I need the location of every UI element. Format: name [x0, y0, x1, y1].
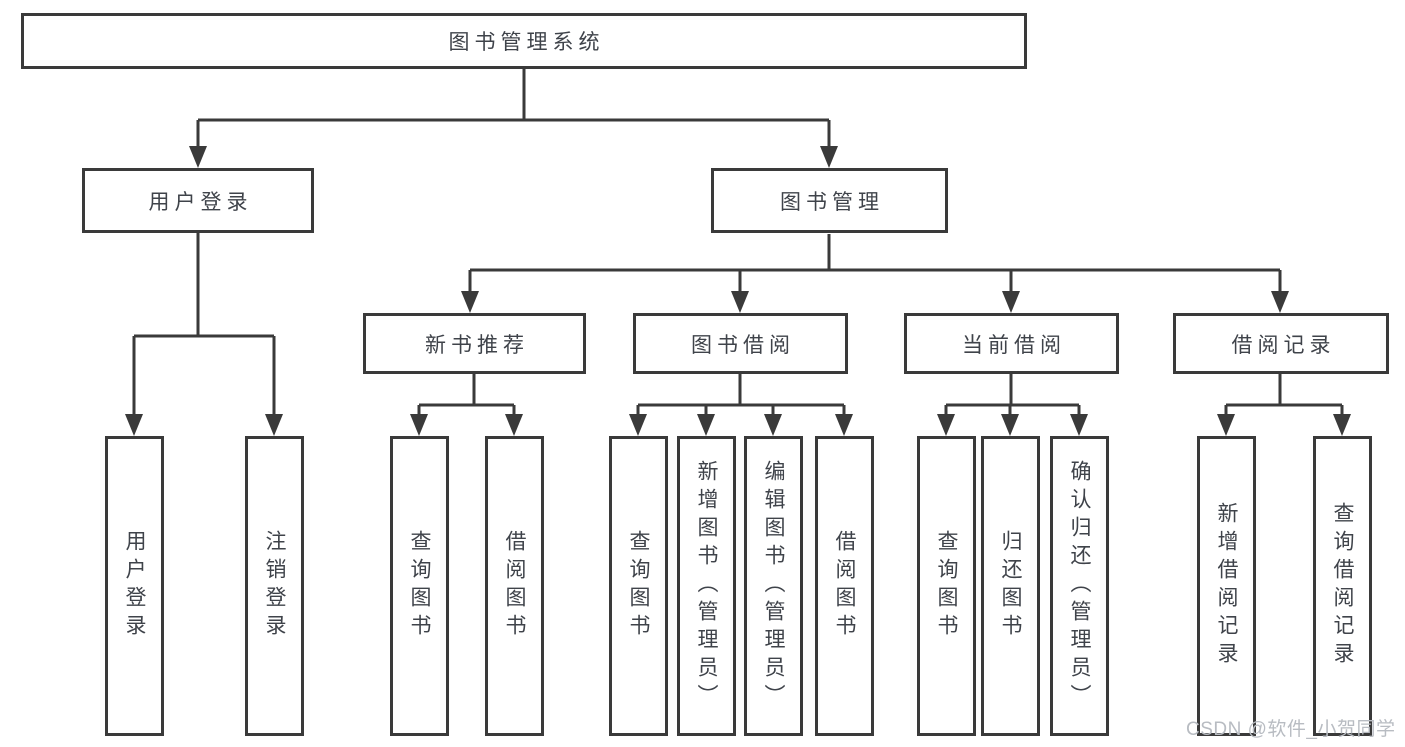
node-user-login: 用户登录 [82, 168, 314, 233]
leaf-label: 查询图书 [408, 530, 431, 642]
arrowhead [697, 414, 715, 436]
node-new-book-recommend: 新书推荐 [363, 313, 586, 374]
node-root-label: 图书管理系统 [448, 31, 605, 54]
leaf-label: 新增图书（管理员） [695, 460, 718, 712]
arrowhead [505, 414, 523, 436]
node-new-book-recommend-label: 新书推荐 [425, 333, 529, 357]
arrowhead [1271, 291, 1289, 313]
leaf-label: 查询借阅记录 [1331, 502, 1354, 670]
node-current-borrowing-label: 当前借阅 [962, 333, 1066, 357]
connector-user-login-to-leaves [132, 233, 276, 418]
leaf-query-books-current: 查询图书 [917, 436, 976, 736]
leaf-query-borrow-record: 查询借阅记录 [1313, 436, 1372, 736]
arrowhead [1070, 414, 1088, 436]
arrowhead [629, 414, 647, 436]
leaf-query-books-borrowing: 查询图书 [609, 436, 668, 736]
leaf-logout: 注销登录 [245, 436, 304, 736]
node-user-login-label: 用户登录 [148, 190, 253, 214]
leaf-user-login: 用户登录 [105, 436, 164, 736]
node-book-borrowing-label: 图书借阅 [691, 333, 795, 357]
leaf-query-books-recommend: 查询图书 [390, 436, 449, 736]
connector-root-to-level2 [196, 68, 831, 150]
arrowhead [937, 414, 955, 436]
node-book-management-label: 图书管理 [780, 190, 884, 214]
leaf-label: 用户登录 [123, 530, 146, 642]
leaf-label: 新增借阅记录 [1215, 502, 1238, 670]
node-current-borrowing: 当前借阅 [904, 313, 1119, 374]
connector-borrow-records-to-leaves [1224, 373, 1344, 420]
node-book-management: 图书管理 [711, 168, 948, 233]
leaf-label: 查询图书 [627, 530, 650, 642]
node-book-borrowing: 图书借阅 [633, 313, 848, 374]
leaf-add-books-admin: 新增图书（管理员） [677, 436, 736, 736]
arrowhead [189, 146, 207, 168]
arrowhead [820, 146, 838, 168]
leaf-borrow-books-borrowing: 借阅图书 [815, 436, 874, 736]
arrowhead [1333, 414, 1351, 436]
connector-current-borrow-to-leaves [944, 373, 1081, 420]
arrowhead [265, 414, 283, 436]
arrowhead [1001, 414, 1019, 436]
leaf-confirm-return-admin: 确认归还（管理员） [1050, 436, 1109, 736]
leaf-label: 归还图书 [999, 530, 1022, 642]
leaf-label: 借阅图书 [503, 530, 526, 642]
connector-book-borrow-to-leaves [636, 373, 846, 420]
arrowhead [125, 414, 143, 436]
leaf-add-borrow-record: 新增借阅记录 [1197, 436, 1256, 736]
arrowhead [1002, 291, 1020, 313]
leaf-label: 编辑图书（管理员） [762, 460, 785, 712]
arrowhead [764, 414, 782, 436]
node-root: 图书管理系统 [21, 13, 1027, 69]
arrowhead [461, 291, 479, 313]
node-borrowing-records: 借阅记录 [1173, 313, 1389, 374]
arrowhead [731, 291, 749, 313]
leaf-label: 注销登录 [263, 530, 286, 642]
connector-book-management-to-sections [468, 234, 1282, 295]
arrowhead [835, 414, 853, 436]
arrowhead [1217, 414, 1235, 436]
arrowhead [410, 414, 428, 436]
leaf-return-books: 归还图书 [981, 436, 1040, 736]
leaf-edit-books-admin: 编辑图书（管理员） [744, 436, 803, 736]
leaf-label: 查询图书 [935, 530, 958, 642]
arrowheads [125, 146, 1351, 436]
connector-new-book-to-leaves [417, 373, 516, 420]
leaf-label: 借阅图书 [833, 530, 856, 642]
node-borrowing-records-label: 借阅记录 [1231, 333, 1336, 357]
leaf-borrow-books-recommend: 借阅图书 [485, 436, 544, 736]
leaf-label: 确认归还（管理员） [1068, 460, 1091, 712]
